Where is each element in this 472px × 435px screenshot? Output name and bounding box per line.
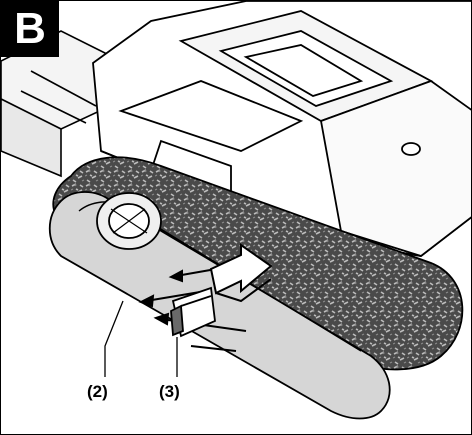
figure-badge: B — [1, 1, 59, 57]
tension-lever-icon — [170, 286, 216, 338]
callout-leaders — [104, 300, 178, 377]
figure-label: B — [14, 4, 46, 53]
callout-label-2: (2) — [87, 382, 108, 401]
insert-arrow-icon — [209, 243, 273, 303]
callout-label-3: (3) — [159, 382, 180, 401]
sander-body-icon — [92, 1, 471, 257]
drive-roller-icon — [96, 192, 162, 250]
